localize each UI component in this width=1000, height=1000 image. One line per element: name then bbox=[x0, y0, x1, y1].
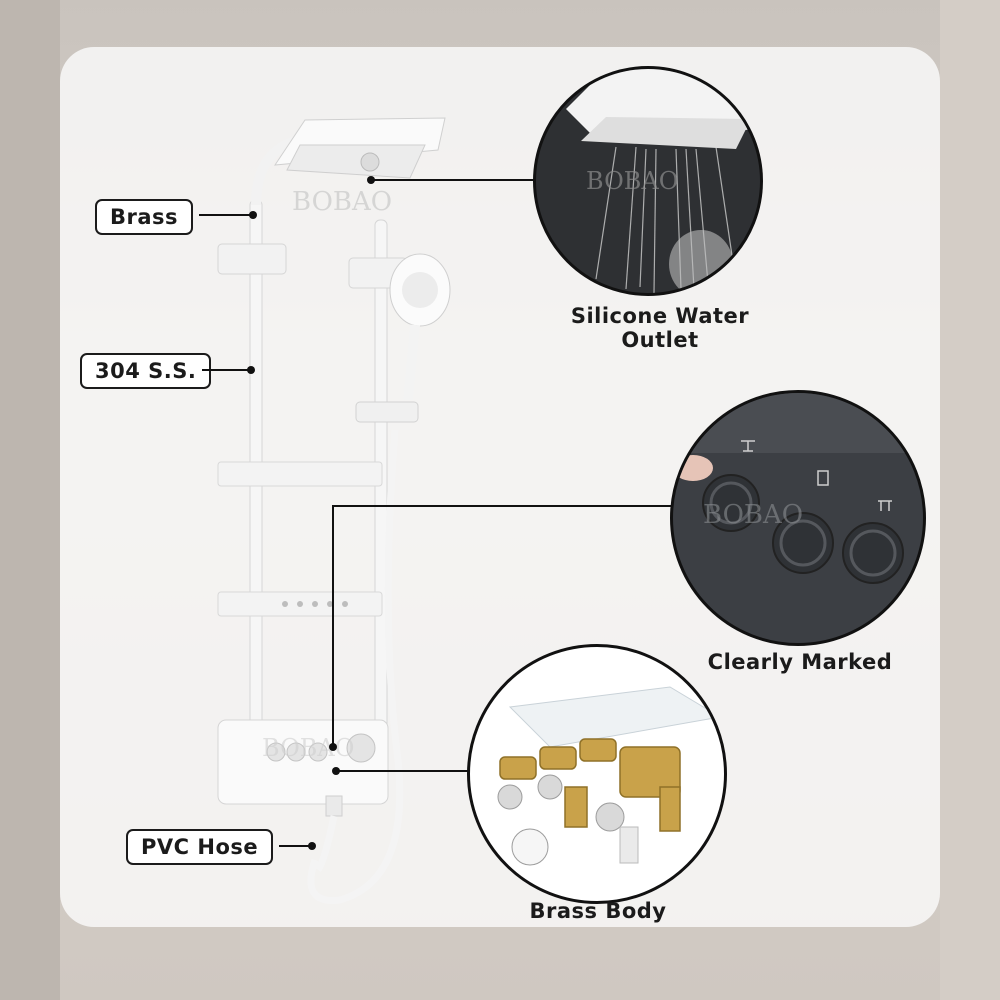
svg-text:BOBAO: BOBAO bbox=[703, 500, 803, 530]
brass-label: Brass bbox=[95, 199, 194, 235]
brass-leader-line bbox=[199, 214, 251, 216]
outlet-caption-line1: Silicone Water bbox=[570, 304, 750, 328]
body-detail-circle bbox=[467, 644, 727, 904]
marked-leader-vertical bbox=[332, 505, 334, 747]
steel-leader-dot bbox=[247, 366, 255, 374]
svg-text:BOBAO: BOBAO bbox=[292, 187, 392, 217]
background-wall-right bbox=[940, 0, 1000, 1000]
marked-leader-dot bbox=[329, 743, 337, 751]
svg-text:BOBAO: BOBAO bbox=[262, 734, 354, 762]
marked-leader-horizontal bbox=[332, 505, 672, 507]
background-wall-left bbox=[0, 0, 60, 1000]
hose-leader-dot bbox=[308, 842, 316, 850]
steel-leader-line bbox=[202, 369, 250, 371]
outlet-caption: Silicone Water Outlet bbox=[540, 304, 780, 352]
marked-detail-circle: BOBAO bbox=[670, 390, 926, 646]
body-caption: Brass Body bbox=[529, 899, 667, 923]
body-leader-line bbox=[336, 770, 470, 772]
outlet-caption-line2: Outlet bbox=[621, 328, 699, 352]
marked-caption: Clearly Marked bbox=[707, 650, 893, 674]
outlet-detail-circle: BOBAO bbox=[533, 66, 763, 296]
hose-label: PVC Hose bbox=[126, 829, 274, 865]
steel-label: 304 S.S. bbox=[80, 353, 212, 389]
svg-text:BOBAO: BOBAO bbox=[586, 167, 678, 195]
brass-leader-dot bbox=[249, 211, 257, 219]
hose-leader-line bbox=[279, 845, 311, 847]
outlet-leader-line bbox=[371, 179, 537, 181]
